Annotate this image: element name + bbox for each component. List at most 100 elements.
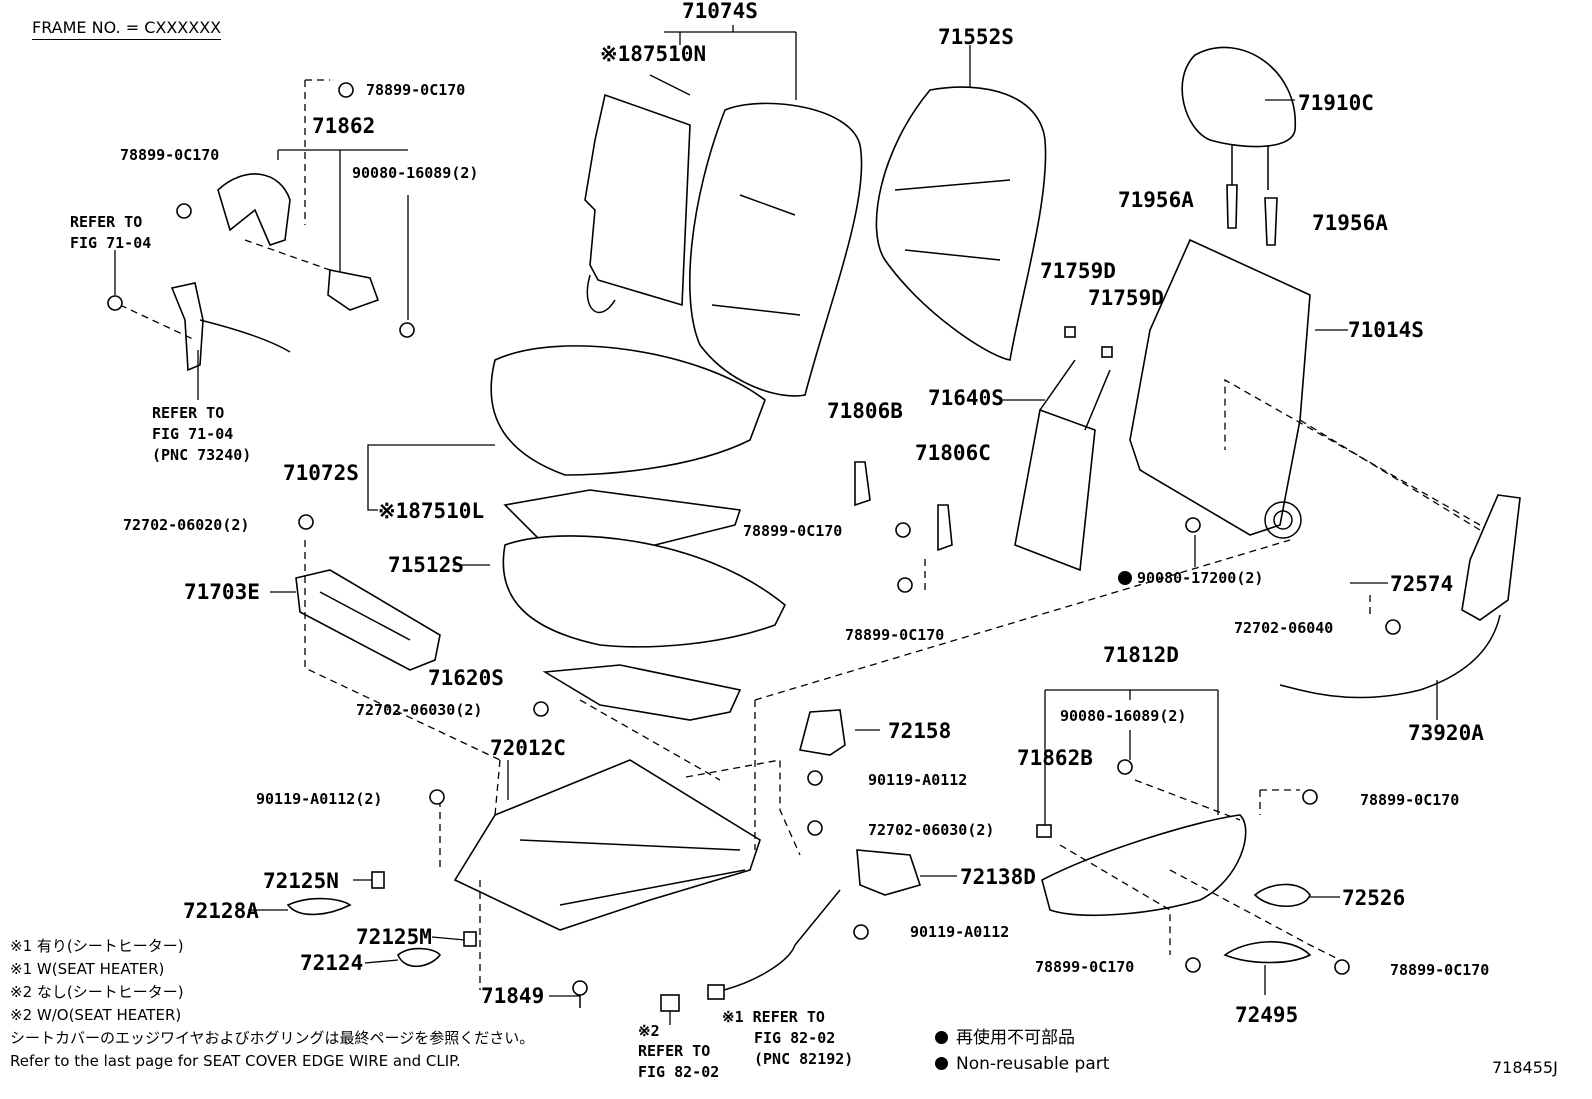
clip-71759d-1 <box>1064 326 1076 338</box>
clip-71862b <box>1036 824 1052 838</box>
label-78899-b2: 78899-0C170 <box>1390 961 1489 979</box>
label-71956a-2: 71956A <box>1312 211 1388 235</box>
connector-x1 <box>707 984 725 1000</box>
non-reusable-dot-icon <box>935 1031 948 1044</box>
label-refer-to-c: REFER TO <box>638 1042 710 1060</box>
recliner-knob <box>1253 883 1311 907</box>
cover-72124 <box>397 947 441 968</box>
label-72702-06030a: 72702-06030(2) <box>356 701 482 719</box>
label-90119-a: 90119-A0112 <box>868 771 967 789</box>
bolt-78899-top <box>338 82 354 98</box>
label-pnc-73240: (PNC 73240) <box>152 446 251 464</box>
label-71910c: 71910C <box>1298 91 1374 115</box>
cushion-side-bracket <box>295 569 441 671</box>
label-71072s: 71072S <box>283 461 359 485</box>
seatback-spring <box>1014 408 1096 572</box>
bracket-71806c <box>937 504 953 552</box>
label-71512s: 71512S <box>388 553 464 577</box>
non-reusable-dot-icon <box>935 1057 948 1070</box>
label-fig-71-04-b: FIG 71-04 <box>152 425 233 443</box>
label-71862: 71862 <box>312 114 375 138</box>
label-x1-refer-to: ※1 REFER TO <box>722 1008 825 1026</box>
track-cover-outer <box>856 849 922 896</box>
cover-72128a <box>286 897 352 916</box>
headrest-support-left <box>1226 184 1238 229</box>
bolt-90080-16089 <box>399 322 415 338</box>
non-reusable-mark <box>1118 571 1132 585</box>
nut-90080-17200 <box>1185 517 1201 533</box>
bolt-72702-06020 <box>298 514 314 530</box>
figure-id: 718455J <box>1492 1058 1558 1077</box>
note-x1-jp: ※1 有り(シートヒーター) <box>10 937 184 955</box>
bolt-78899-mid <box>895 522 911 538</box>
bolt-78899-mid2 <box>897 577 913 593</box>
note-x1-en: ※1 W(SEAT HEATER) <box>10 960 165 978</box>
bolt-72702-06030b <box>807 820 823 836</box>
label-72158: 72158 <box>888 719 951 743</box>
label-72702-06030b: 72702-06030(2) <box>868 821 994 839</box>
label-72124: 72124 <box>300 951 363 975</box>
headrest-support-right <box>1264 197 1278 246</box>
bolt-90119-a <box>807 770 823 786</box>
clip-72125n <box>371 871 385 889</box>
label-refer-to-a: REFER TO <box>70 213 142 231</box>
label-71956a-1: 71956A <box>1118 188 1194 212</box>
connector-x2 <box>660 994 680 1012</box>
note-edge-wire-jp: シートカバーのエッジワイヤおよびホグリングは最終ページを参照ください。 <box>10 1029 535 1047</box>
label-90080-16089: 90080-16089(2) <box>352 164 478 182</box>
seat-side-shield <box>1041 814 1247 916</box>
seat-heater-back-pad <box>584 93 691 307</box>
belt-guide <box>217 173 291 246</box>
label-71074s: 71074S <box>682 0 758 23</box>
label-87510n: ※187510N <box>600 42 706 66</box>
label-90119-b: 90119-A0112(2) <box>256 790 382 808</box>
pin-71849 <box>572 980 588 1008</box>
bolt-90119-b <box>429 789 445 805</box>
bracket-71806b <box>854 461 871 507</box>
label-72012c: 72012C <box>490 736 566 760</box>
label-71812d: 71812D <box>1103 643 1179 667</box>
label-x2: ※2 <box>638 1022 660 1040</box>
label-71759d-1: 71759D <box>1040 259 1116 283</box>
cushion-pad <box>502 535 787 648</box>
label-71806c: 71806C <box>915 441 991 465</box>
bolt-72702-06040 <box>1385 619 1401 635</box>
nut-left <box>107 295 123 311</box>
label-71014s: 71014S <box>1348 318 1424 342</box>
label-fig-71-04-a: FIG 71-04 <box>70 234 151 252</box>
label-78899-left: 78899-0C170 <box>120 146 219 164</box>
legend-item-jp: 再使用不可部品 <box>935 1025 1109 1051</box>
label-72125m: 72125M <box>356 925 432 949</box>
side-airbag <box>1461 494 1521 621</box>
frame-number: FRAME NO. = CXXXXXX <box>32 18 222 40</box>
bolt-78899-b1 <box>1185 957 1201 973</box>
bolt-78899-b2 <box>1334 959 1350 975</box>
seatback-frame <box>1129 238 1311 536</box>
legend-item-en: Non-reusable part <box>935 1051 1109 1077</box>
bolt-90080-16089b <box>1117 759 1133 775</box>
label-71806b: 71806B <box>827 399 903 423</box>
label-72138d: 72138D <box>960 865 1036 889</box>
seatback-cover <box>689 102 863 397</box>
seat-belt-buckle <box>170 282 204 372</box>
label-73920a: 73920A <box>1408 721 1484 745</box>
label-87510l: ※187510L <box>378 499 484 523</box>
label-71640s: 71640S <box>928 386 1004 410</box>
label-71849: 71849 <box>481 984 544 1008</box>
label-72574: 72574 <box>1390 572 1453 596</box>
clip-72125m <box>463 931 477 947</box>
label-90119-c: 90119-A0112 <box>910 923 1009 941</box>
bolt-78899-left <box>176 203 192 219</box>
seatback-pad <box>875 86 1047 361</box>
note-edge-wire-en: Refer to the last page for SEAT COVER ED… <box>10 1052 461 1070</box>
label-72495: 72495 <box>1235 1003 1298 1027</box>
label-90080-16089b: 90080-16089(2) <box>1060 707 1186 725</box>
cushion-spring <box>542 664 742 721</box>
label-78899-b1: 78899-0C170 <box>1035 958 1134 976</box>
seat-adjuster <box>453 759 761 931</box>
label-78899-mid: 78899-0C170 <box>743 522 842 540</box>
label-71703e: 71703E <box>184 580 260 604</box>
clip-71759d-2 <box>1101 346 1113 358</box>
note-x2-jp: ※2 なし(シートヒーター) <box>10 983 184 1001</box>
